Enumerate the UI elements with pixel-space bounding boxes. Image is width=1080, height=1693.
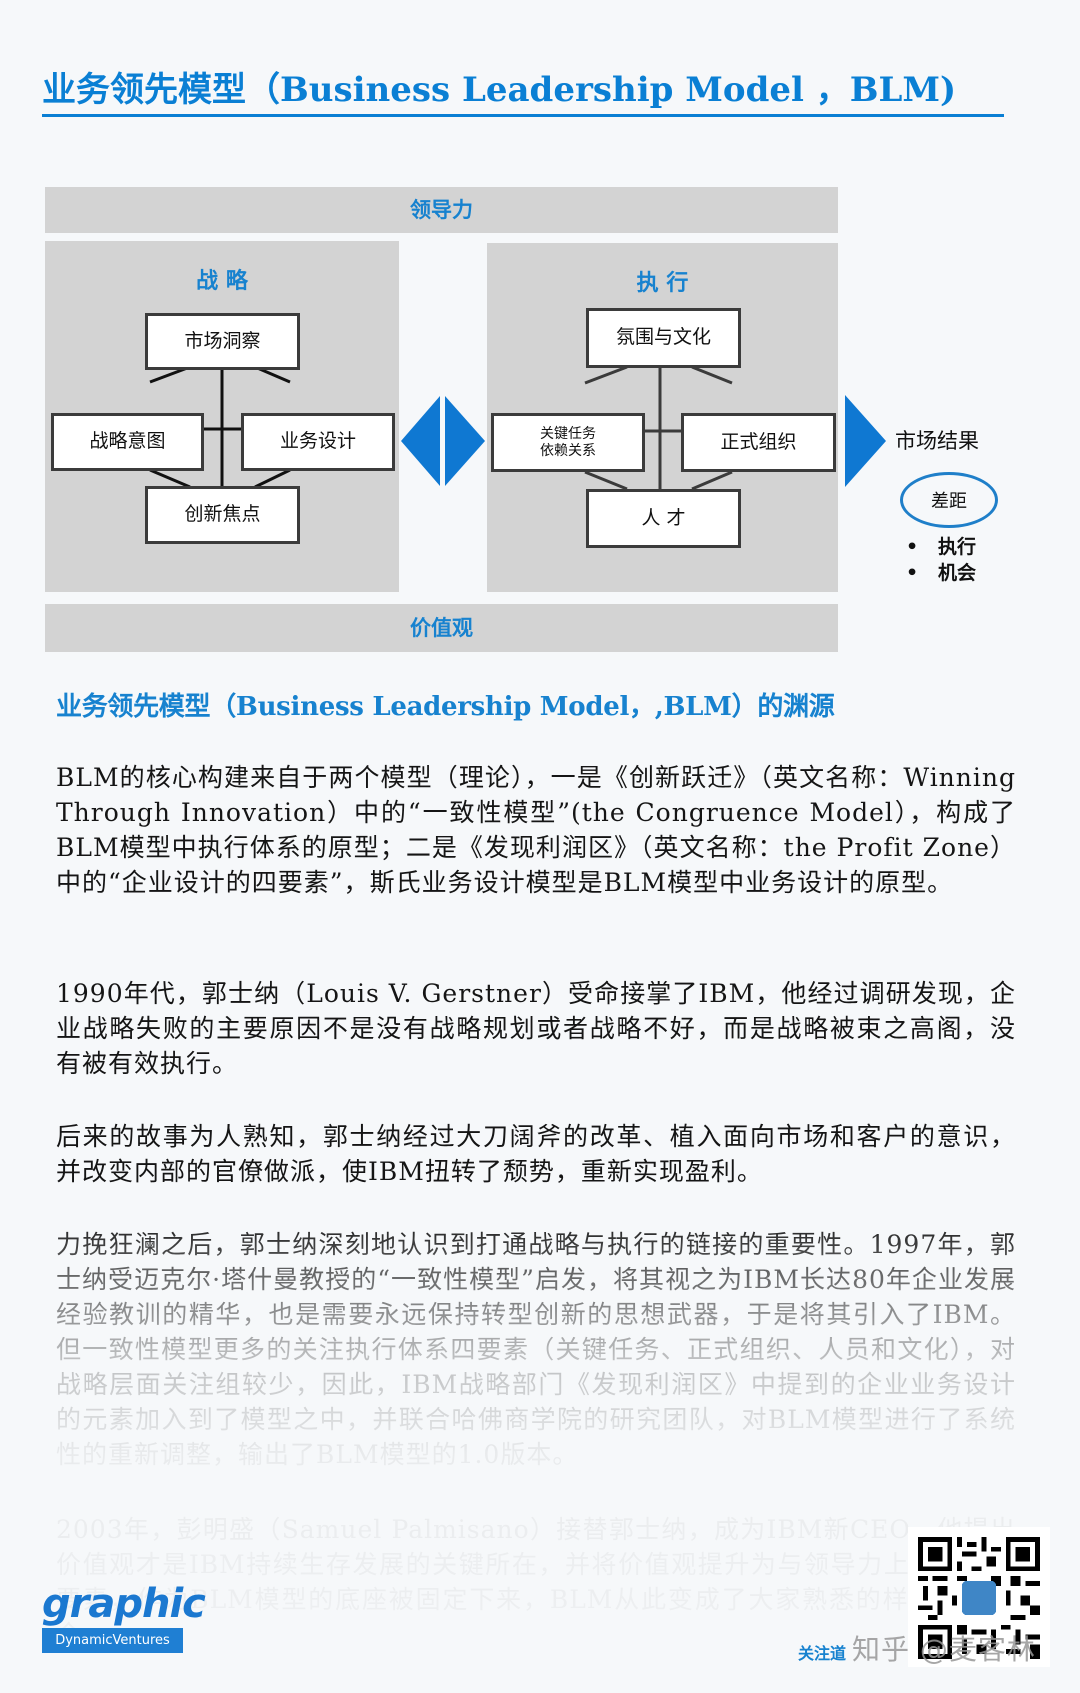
box-business-design: 业务设计 — [241, 413, 395, 471]
brand-logo: graphic DynamicVentures — [42, 1581, 206, 1653]
paragraph-congruence: 力挽狂澜之后，郭士纳深刻地认识到打通战略与执行的链接的重要性。1997年，郭士纳… — [56, 1230, 1016, 1469]
gap-bullet-list: •执行 •机会 — [906, 534, 976, 586]
leadership-band: 领导力 — [45, 187, 838, 233]
strategy-title: 战 略 — [196, 269, 248, 294]
bullet-item: •执行 — [906, 536, 977, 558]
bullet-dot-icon: • — [906, 562, 919, 584]
values-band: 价值观 — [45, 604, 838, 652]
qr-code[interactable] — [908, 1527, 1050, 1667]
qr-code-icon — [918, 1537, 1040, 1659]
box-critical-tasks: 关键任务 依赖关系 — [491, 413, 645, 472]
box-market-insight: 市场洞察 — [145, 313, 300, 370]
box-climate-culture: 氛围与文化 — [586, 308, 741, 368]
paragraph-turnaround: 后来的故事为人熟知，郭士纳经过大刀阔斧的改革、植入面向市场和客户的意识，并改变内… — [56, 1122, 1016, 1186]
title-underline — [42, 114, 1004, 117]
follow-text: 关注道 — [798, 1644, 847, 1663]
box-formal-organization: 正式组织 — [681, 413, 836, 472]
critical-tasks-line1: 关键任务 — [540, 426, 596, 443]
paragraph-gerstner: 1990年代，郭士纳（Louis V. Gerstner）受命接掌了IBM，他经… — [56, 979, 1016, 1078]
watermark-text: 知乎 @麦客林 — [852, 1633, 1036, 1666]
execution-title: 执 行 — [636, 271, 689, 296]
section-subtitle: 业务领先模型（Business Leadership Model，,BLM）的渊… — [56, 692, 835, 722]
bullet-item: •机会 — [906, 562, 977, 584]
box-talent: 人 才 — [586, 489, 741, 548]
strategy-panel: 战 略 市场洞察 战略意图 业务设计 创新焦点 — [45, 241, 399, 592]
page-title: 业务领先模型（Business Leadership Model ，BLM) — [42, 70, 957, 110]
bullet-dot-icon: • — [906, 536, 919, 558]
logo-script-text: graphic — [42, 1581, 206, 1627]
market-results-label: 市场结果 — [895, 429, 979, 453]
execution-panel: 执 行 氛围与文化 关键任务 依赖关系 正式组织 人 才 — [487, 243, 838, 592]
box-strategic-intent: 战略意图 — [51, 413, 204, 471]
box-innovation-focus: 创新焦点 — [145, 486, 300, 544]
arrow-right-icon — [845, 395, 886, 487]
gap-oval: 差距 — [900, 472, 998, 528]
gap-label: 差距 — [931, 491, 967, 512]
critical-tasks-line2: 依赖关系 — [540, 442, 596, 459]
paragraph-origin: BLM的核心构建来自于两个模型（理论），一是《创新跃迁》（英文名称：Winnin… — [56, 763, 1016, 897]
strategy-connector-lines — [149, 365, 291, 491]
logo-bar-text: DynamicVentures — [42, 1628, 183, 1653]
double-arrow-icon — [401, 396, 485, 486]
